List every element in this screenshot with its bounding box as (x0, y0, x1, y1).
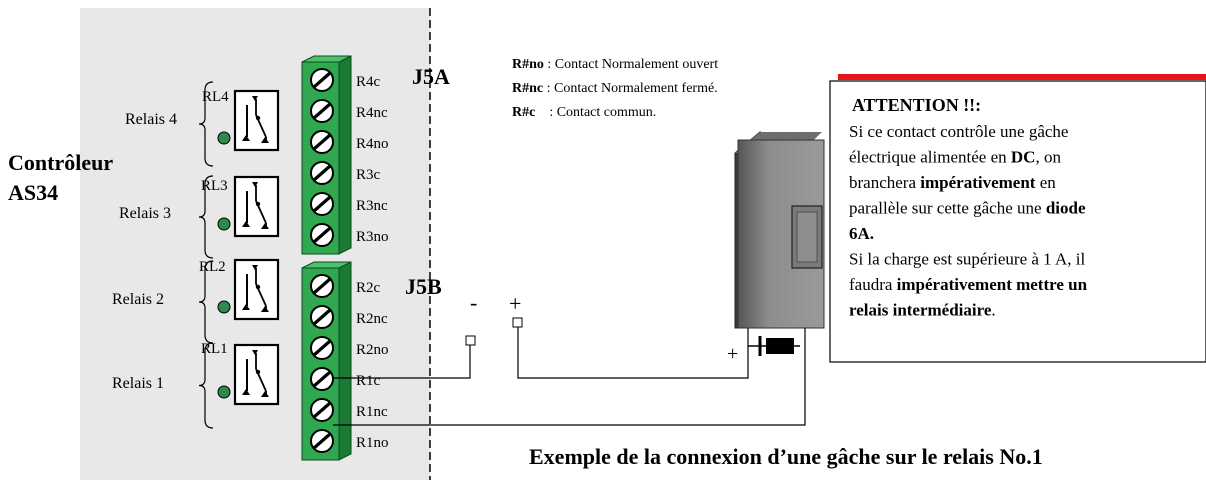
relay-group-label: Relais 3 (119, 205, 171, 222)
terminal-label: R1nc (356, 404, 388, 420)
attention-line: Si ce contact contrôle une gâche (849, 122, 1068, 141)
strike-latch-inner (796, 211, 818, 263)
attention-line: électrique alimentée en DC, on (849, 148, 1061, 167)
terminal-label: R1c (356, 373, 381, 389)
terminal-label: R3c (356, 167, 381, 183)
legend-item: R#no : Contact Normalement ouvert (512, 57, 718, 72)
attention-line: parallèle sur cette gâche une diode (849, 199, 1086, 218)
attention-title: ATTENTION !!: (852, 95, 981, 115)
relay-group: Relais 3 RL3 (119, 175, 280, 259)
terminal-label: R4nc (356, 105, 388, 121)
controller-name-line1: Contrôleur (8, 150, 113, 175)
terminal-label: R2c (356, 280, 381, 296)
attention-line: branchera impérativement en (849, 173, 1056, 192)
protection-diode (748, 336, 806, 356)
relay-group-brace (198, 81, 214, 167)
wires (333, 327, 806, 426)
legend-item: R#nc : Contact Normalement fermé. (512, 81, 718, 96)
relay-switch-icon (233, 89, 280, 152)
terminal-screw-icon (310, 274, 334, 298)
contact-legend: R#no : Contact Normalement ouvert R#nc :… (512, 57, 718, 120)
relay-tag: RL4 (202, 89, 229, 105)
terminal-screw-icon (310, 161, 334, 185)
supply-minus-terminal (465, 335, 476, 346)
terminal-label: R4no (356, 136, 389, 152)
terminal-screw-icon (310, 99, 334, 123)
diode-body (766, 338, 794, 354)
terminal-block-side (338, 261, 352, 461)
terminal-block-side (338, 55, 352, 255)
supply-plus-label: + (509, 291, 521, 316)
terminal-screw-icon (310, 398, 334, 422)
relay-switch-icon (233, 343, 280, 406)
terminal-label: R4c (356, 74, 381, 90)
wire-r1no-to-strike (333, 328, 806, 426)
terminal-label: R3nc (356, 198, 388, 214)
relay-switch-icon (233, 258, 280, 321)
attention-line: Si la charge est supérieure à 1 A, il (849, 250, 1085, 269)
relay-group: Relais 4 RL4 (125, 81, 280, 167)
terminal-screw-icon (310, 223, 334, 247)
relay-led (217, 385, 231, 399)
attention-line: 6A. (849, 224, 874, 243)
supply-minus-label: - (470, 290, 477, 315)
relay-led (217, 131, 231, 145)
relay-tag: RL2 (199, 259, 226, 275)
terminal-screw-icon (310, 68, 334, 92)
attention-line: relais intermédiaire. (849, 301, 996, 320)
relay-group: Relais 2 RL2 (112, 258, 280, 344)
relay-group-label: Relais 2 (112, 291, 164, 308)
terminal-block-body (301, 267, 340, 461)
terminal-screw-icon (310, 367, 334, 391)
terminal-label: R2nc (356, 311, 388, 327)
relay-group-label: Relais 1 (112, 375, 164, 392)
relay-tag: RL1 (201, 341, 228, 357)
wire-r1c-to-minus (333, 345, 471, 379)
connector-j5a-label: J5A (412, 64, 450, 89)
terminal-screw-icon (310, 429, 334, 453)
controller-name-line2: AS34 (8, 180, 58, 205)
relay-group-brace (198, 175, 214, 259)
attention-text: Si ce contact contrôle une gâche électriq… (849, 122, 1088, 320)
strike-plus-label: + (727, 343, 738, 365)
relay-group-label: Relais 4 (125, 111, 177, 128)
terminal-screw-icon (310, 130, 334, 154)
terminal-block-body (301, 61, 340, 255)
terminal-screw-icon (310, 336, 334, 360)
relay-led (217, 217, 231, 231)
relay-switch-icon (233, 175, 280, 238)
connector-j5b-label: J5B (405, 274, 442, 299)
attention-box (829, 80, 1206, 363)
terminal-screw-icon (310, 192, 334, 216)
terminal-label: R3no (356, 229, 389, 245)
relay-group-brace (198, 342, 214, 429)
relay-group: Relais 1 RL1 (112, 341, 280, 429)
supply-plus-terminal (512, 317, 523, 328)
terminal-label: R2no (356, 342, 389, 358)
diagram-caption: Exemple de la connexion d’une gâche sur … (529, 444, 1043, 469)
relay-led (217, 300, 231, 314)
relay-group-brace (198, 260, 214, 344)
attention-line: faudra impérativement mettre un (849, 275, 1088, 294)
legend-item: R#c : Contact commun. (512, 105, 656, 120)
terminal-label: R1no (356, 435, 389, 451)
wire-plus-to-strike (517, 327, 749, 379)
terminal-screw-icon (310, 305, 334, 329)
electric-strike (734, 130, 825, 329)
relay-tag: RL3 (201, 178, 228, 194)
